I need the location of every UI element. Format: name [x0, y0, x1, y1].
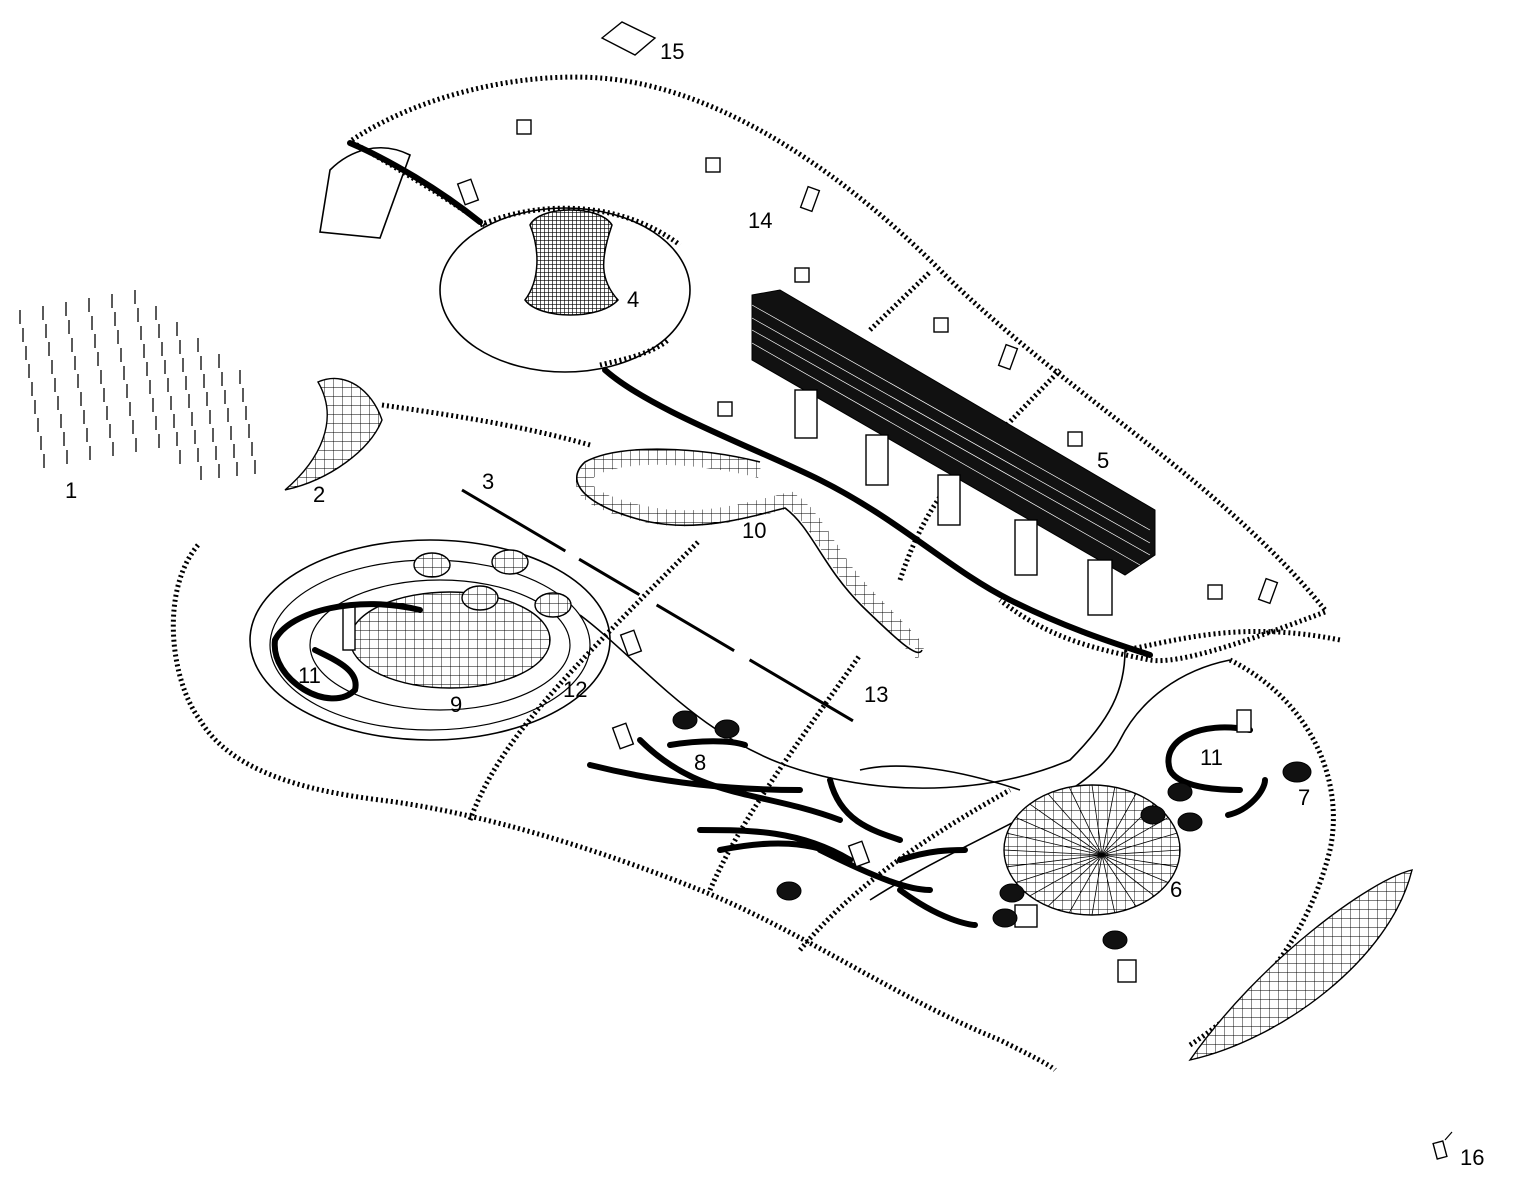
connector-path: [381, 402, 591, 448]
dome-rib: [1101, 849, 1181, 856]
label-2: 2: [313, 482, 325, 507]
dome-rib: [1101, 832, 1178, 856]
wavy-walls: [587, 629, 978, 928]
dome-rib: [1101, 854, 1155, 897]
dome-rib: [1101, 854, 1137, 907]
dome-rib: [1015, 854, 1103, 883]
label-1: 1: [65, 478, 77, 503]
dome-rib: [1101, 854, 1116, 913]
dome-rib: [1101, 854, 1178, 868]
label-4: 4: [627, 287, 639, 312]
label-14: 14: [748, 208, 772, 233]
dome-rib: [1091, 784, 1103, 856]
dome-rib: [1029, 803, 1103, 856]
dome-rib: [1101, 793, 1137, 856]
dome-rib: [1029, 854, 1103, 897]
label-10: 10: [742, 518, 766, 543]
label-8: 8: [694, 750, 706, 775]
label-7: 7: [1298, 785, 1310, 810]
tower-structure: [439, 205, 691, 373]
dome-rib: [1068, 787, 1103, 856]
pole-field: [19, 290, 256, 480]
dome-rib: [1047, 793, 1103, 856]
label-6: 6: [1170, 877, 1182, 902]
label-15: 15: [660, 39, 684, 64]
right-circular-wall: [1165, 709, 1312, 832]
long-curved-wall: [602, 367, 1153, 658]
curved-mesh-canopy: [284, 377, 383, 491]
oval-dome-area: [249, 539, 611, 741]
label-5: 5: [1097, 448, 1109, 473]
dome-rib: [1003, 849, 1103, 856]
diagram-labels: 1 2 3 4 5 6 7 8 9 10 11 11 12 13 14 15 1…: [65, 39, 1484, 1170]
dome-rib: [1006, 854, 1103, 868]
mesh-dome: [992, 784, 1181, 983]
label-11-left: 11: [298, 663, 321, 688]
label-12: 12: [563, 677, 587, 702]
label-11-right: 11: [1200, 745, 1223, 770]
meandering-mesh-walkway: [575, 448, 924, 658]
label-16: 16: [1460, 1145, 1484, 1170]
dashed-axis-line: [461, 488, 861, 727]
dome-rib: [1068, 854, 1103, 913]
lens-mesh-canopy: [1188, 869, 1413, 1062]
walkway-edge: [576, 448, 923, 654]
label-9: 9: [450, 692, 462, 717]
dome-rib: [1091, 854, 1103, 916]
small-pavilions: [456, 119, 1279, 605]
tiny-object: [1432, 1131, 1453, 1160]
floating-square: [600, 21, 657, 56]
dome-rib: [1047, 854, 1103, 907]
long-bar-building: [751, 289, 1156, 616]
dome-rib: [1006, 832, 1103, 856]
label-3: 3: [482, 469, 494, 494]
dome-rib: [1015, 817, 1103, 856]
upper-site-outline: [319, 74, 1327, 664]
label-13: 13: [864, 682, 888, 707]
curved-wall-left: [271, 601, 423, 702]
dome-rib: [1101, 854, 1169, 883]
dome-rib: [1101, 787, 1116, 856]
